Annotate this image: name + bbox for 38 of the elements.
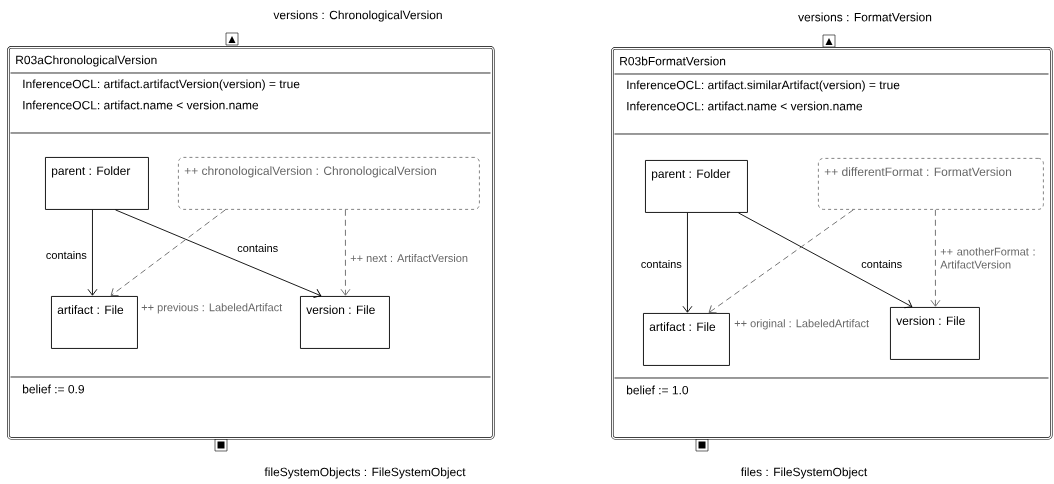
object-box: version : File	[300, 296, 390, 349]
constraint-text: InferenceOCL: artifact.name < version.name	[627, 101, 863, 111]
object-box: version : File	[890, 307, 980, 360]
edge-label: contains	[44, 249, 88, 261]
belief-text: belief := 0.9	[23, 384, 84, 394]
constraint-text: InferenceOCL: artifact.artifactVersion(version) = true	[23, 79, 300, 91]
edge-label: contains	[860, 258, 904, 270]
arrow	[115, 209, 322, 298]
belief-text: belief := 1.0	[627, 385, 689, 395]
dashed-arrow	[110, 209, 226, 296]
dashed-arrow	[930, 209, 941, 307]
port-label: fileSystemObjects : FileSystemObject	[264, 467, 466, 479]
edge-label: ++ previous : LabeledArtifact	[140, 302, 284, 315]
constraint-text: InferenceOCL: artifact.similarArtifact(version) = true	[627, 80, 900, 92]
dashed-arrow	[708, 209, 854, 314]
object-box: parent : Folder	[645, 160, 748, 213]
edge-label: ++ original : LabeledArtifact	[733, 318, 871, 331]
rule-frame	[611, 47, 1053, 440]
dashed-object-box: ++ differentFormat : FormatVersion	[818, 158, 1044, 210]
edge-label: ++ next : ArtifactVersion	[349, 252, 469, 264]
port-label: files : FileSystemObject	[740, 467, 868, 479]
port-label: versions : ChronologicalVersion	[273, 10, 442, 22]
frame-title: R03bFormatVersion	[620, 56, 726, 66]
edge-label: contains	[639, 258, 683, 270]
constraint-text: InferenceOCL: artifact.name < version.name	[23, 100, 259, 110]
frame-title: R03aChronologicalVersion	[16, 55, 157, 67]
arrow	[87, 209, 98, 296]
dashed-arrow	[340, 209, 351, 296]
edge-label: ++ anotherFormat : ArtifactVersion	[939, 246, 1042, 270]
arrow	[738, 212, 913, 309]
edge-label: contains	[236, 242, 280, 254]
object-box: parent : Folder	[45, 157, 149, 210]
arrow	[682, 212, 693, 313]
port-label: versions : FormatVersion	[798, 12, 932, 22]
rule-frame	[7, 46, 495, 440]
object-box: artifact : File	[51, 296, 138, 349]
object-box: artifact : File	[643, 313, 730, 366]
dashed-object-box: ++ chronologicalVersion : ChronologicalVersion	[178, 157, 480, 210]
